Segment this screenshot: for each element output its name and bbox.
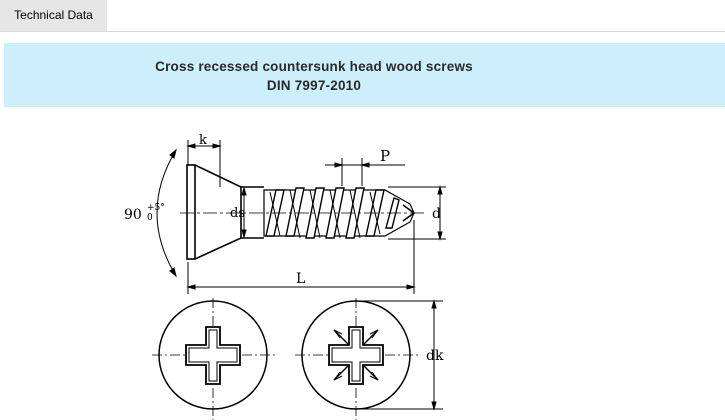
head-top-view-pozidriv	[295, 298, 418, 420]
d-dimension	[388, 185, 446, 241]
dk-label: dk	[426, 348, 444, 364]
thread-outline	[263, 189, 415, 237]
screw-side-view	[186, 164, 416, 260]
pitch-dimension	[325, 158, 405, 186]
dk-dimension	[356, 299, 443, 411]
screw-head-face	[186, 164, 196, 260]
angle-lower-tolerance: 0	[147, 213, 153, 223]
d-label: d	[432, 206, 441, 222]
banner-title: Cross recessed countersunk head wood scr…	[155, 59, 473, 74]
tab-bar: Technical Data	[0, 0, 725, 32]
tab-technical-data[interactable]: Technical Data	[0, 0, 107, 31]
ds-dimension	[241, 186, 247, 239]
angle-upper-tolerance: +5°	[147, 203, 165, 213]
angle-label: 90	[124, 207, 142, 223]
k-label: k	[199, 133, 207, 148]
p-label: P	[380, 147, 390, 165]
l-dimension	[186, 220, 416, 294]
angle-dimension	[156, 148, 177, 278]
screw-shank	[241, 186, 264, 239]
head-top-view-phillips	[152, 298, 275, 420]
k-dimension	[186, 140, 222, 187]
thread-roots	[269, 189, 381, 239]
screw-head-taper	[194, 164, 242, 260]
phillips-recess-icon	[185, 326, 241, 385]
banner-standard: DIN 7997-2010	[266, 78, 362, 93]
l-label: L	[296, 271, 305, 287]
ds-label: ds	[230, 206, 245, 221]
title-banner: Cross recessed countersunk head wood scr…	[4, 43, 725, 107]
